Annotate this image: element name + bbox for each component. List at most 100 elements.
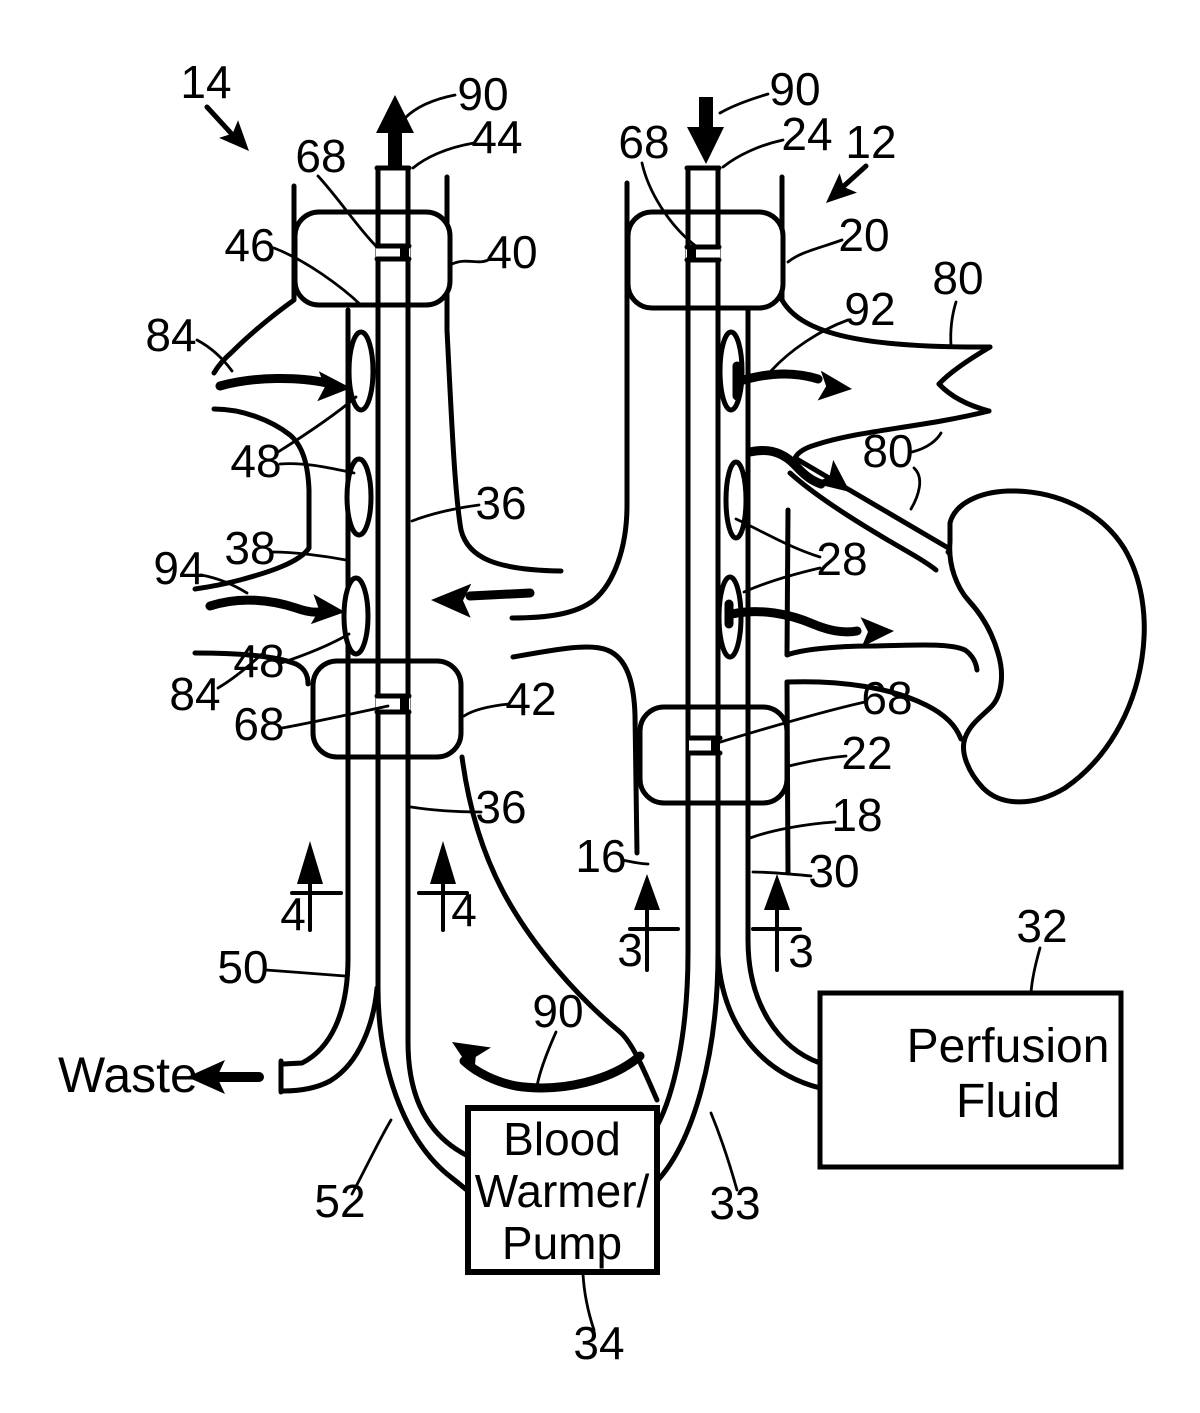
label-38: 38 — [224, 522, 275, 574]
label-94: 94 — [153, 542, 204, 594]
flow-arrow-90-down-right-tube — [687, 97, 724, 164]
label-32: 32 — [1016, 900, 1067, 952]
label-48-upper: 48 — [230, 435, 281, 487]
flow-arrow-out-hole2-right — [745, 446, 826, 489]
kidney-outline — [947, 488, 1147, 805]
marker-68-upper-left — [374, 243, 412, 262]
section-markers — [290, 841, 802, 972]
label-52: 52 — [314, 1175, 365, 1227]
label-46: 46 — [224, 219, 275, 271]
right-catheter — [654, 165, 823, 1183]
label-84-lower: 84 — [169, 668, 220, 720]
perfusion-box-text-1: Fluid — [956, 1075, 1060, 1128]
label-42: 42 — [505, 673, 556, 725]
section-arrow-3-right — [751, 874, 802, 972]
label-36-lower: 36 — [475, 781, 526, 833]
label-28: 28 — [816, 533, 867, 585]
renal-artery1-fishtail — [936, 344, 993, 414]
leader-lines — [195, 92, 1042, 1332]
renal-artery2-bottom-wall — [787, 470, 939, 573]
blood-warmer-pump-box — [465, 1105, 660, 1275]
hole-48-1 — [346, 329, 376, 413]
hole-48-2 — [344, 456, 374, 538]
perfusion-box-text-0: Perfusion — [907, 1020, 1110, 1073]
label-68-right: 68 — [861, 672, 912, 724]
label-40: 40 — [486, 226, 537, 278]
label-90-top-left: 90 — [457, 68, 508, 120]
blood-warmer-box-text-2: Pump — [502, 1217, 622, 1269]
kidney-channel-bottom-wall — [784, 679, 964, 742]
label-68-left: 68 — [233, 698, 284, 750]
balloon-40 — [292, 209, 453, 308]
marker-68-lower-left — [374, 693, 412, 715]
assembly-pointer-arrows — [204, 104, 869, 203]
flow-arrow-into-hole1-left — [215, 373, 332, 391]
label-18: 18 — [831, 789, 882, 841]
label-90-top-right: 90 — [769, 63, 820, 115]
left-outer-tube-wall — [280, 307, 351, 1067]
middle-channel-floor — [510, 644, 640, 856]
section-arrow-4-left — [290, 841, 343, 932]
hole-48-3 — [341, 575, 371, 657]
left-inner-tube-left-wall — [375, 165, 471, 1194]
left-vessel-right-wall-lower — [459, 754, 660, 1103]
section-arrow-3-left — [628, 874, 680, 972]
label-80-upper: 80 — [932, 252, 983, 304]
label-48-lower: 48 — [233, 635, 284, 687]
renal-artery1-top-wall — [779, 297, 993, 350]
label-50: 50 — [217, 941, 268, 993]
label-16: 16 — [575, 830, 626, 882]
right-vessel-left-wall-upper — [509, 180, 630, 621]
label-section-4-left: 4 — [280, 888, 306, 940]
label-90-bottom: 90 — [532, 985, 583, 1037]
right-vessel-right-wall-mid — [784, 507, 980, 673]
marker-68-lower-right — [687, 735, 723, 756]
perfusion-tube-lower-wall — [715, 952, 823, 1091]
label-92: 92 — [844, 283, 895, 335]
side-holes — [341, 329, 749, 660]
flow-arrow-out-hole1-right — [732, 361, 823, 401]
label-84-upper: 84 — [145, 309, 196, 361]
left-catheter — [278, 165, 471, 1194]
label-section-3-right: 3 — [788, 925, 814, 977]
flow-arrow-into-hole3-left — [205, 595, 329, 617]
label-36-upper: 36 — [475, 477, 526, 529]
label-section-3-left: 3 — [617, 924, 643, 976]
label-12: 12 — [845, 116, 896, 168]
label-68-top-left: 68 — [295, 130, 346, 182]
label-20: 20 — [838, 209, 889, 261]
pump-circulation-arrow-90 — [459, 1051, 645, 1093]
hole-28-2 — [723, 459, 749, 541]
label-68-top-right: 68 — [618, 116, 669, 168]
label-waste: Waste — [58, 1047, 198, 1103]
label-22: 22 — [841, 727, 892, 779]
left-branch1-lower-wall — [192, 406, 312, 592]
left-vessel-left-wall-upper — [211, 183, 297, 376]
label-44: 44 — [471, 111, 522, 163]
label-24: 24 — [781, 108, 832, 160]
label-14: 14 — [180, 56, 231, 108]
flow-arrow-middle-channel — [465, 588, 535, 601]
marker-68-upper-right — [684, 244, 722, 263]
section-arrow-4-right — [417, 841, 469, 932]
blood-warmer-box-text-1: Warmer/ — [475, 1165, 650, 1217]
label-34: 34 — [573, 1317, 624, 1369]
label-30: 30 — [808, 845, 859, 897]
right-outer-tube-wall — [745, 307, 823, 1066]
renal-artery1-bottom-to-artery2-top — [792, 408, 992, 552]
blood-warmer-box-text-0: Blood — [503, 1113, 621, 1165]
label-80-mid: 80 — [862, 425, 913, 477]
left-vessel-walls — [192, 174, 660, 1103]
label-33: 33 — [709, 1177, 760, 1229]
marker-bands — [374, 243, 723, 756]
left-branch2-lower-wall — [192, 650, 311, 687]
label-section-4-right: 4 — [451, 884, 477, 936]
perfusion-fluid-box — [817, 990, 1124, 1170]
left-inner-tube-right-wall — [405, 165, 471, 1159]
right-inner-tube-left-wall — [654, 165, 691, 1129]
flow-arrow-out-hole3-right — [724, 599, 862, 637]
left-vessel-right-wall-upper — [444, 174, 564, 574]
